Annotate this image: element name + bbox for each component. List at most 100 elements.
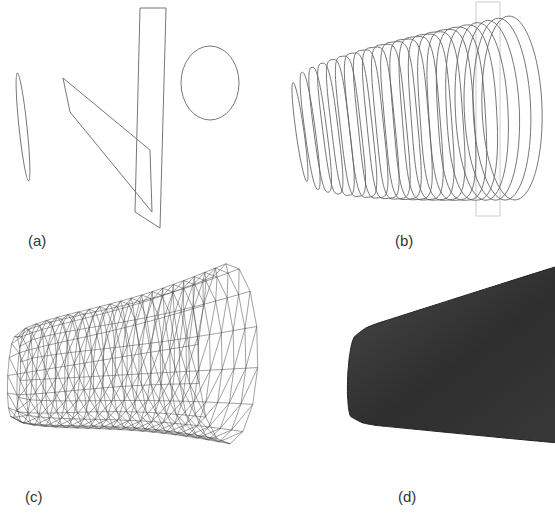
mesh-line xyxy=(183,281,184,289)
mesh-line xyxy=(17,374,26,394)
wireframe-mesh xyxy=(7,264,257,444)
mesh-line xyxy=(229,368,246,403)
mesh-line xyxy=(89,309,93,316)
mesh-line xyxy=(32,333,38,348)
mesh-line xyxy=(186,402,206,424)
mesh-line xyxy=(171,371,187,400)
mesh-line xyxy=(127,320,135,346)
mesh-line xyxy=(77,412,92,426)
mesh-line xyxy=(56,332,66,354)
mesh-line xyxy=(210,301,216,335)
mesh-line xyxy=(216,277,217,301)
mesh-line xyxy=(103,314,107,332)
mesh-line xyxy=(232,404,253,430)
mesh-line xyxy=(31,325,40,340)
mesh-line xyxy=(186,415,206,437)
mesh-line xyxy=(213,268,215,277)
mesh-line xyxy=(218,369,234,403)
mesh-line xyxy=(97,334,103,360)
mesh-line xyxy=(103,360,113,387)
mesh-line xyxy=(207,437,231,444)
mesh-line xyxy=(163,401,182,422)
section-curve xyxy=(446,25,498,200)
mesh-line xyxy=(174,314,179,347)
mesh-line xyxy=(77,377,91,401)
mesh-line xyxy=(55,392,67,412)
mesh-line xyxy=(142,385,157,413)
mesh-line xyxy=(215,268,217,277)
mesh-line xyxy=(61,401,77,419)
mesh-line xyxy=(84,309,89,314)
section-parallelogram xyxy=(63,78,152,212)
mesh-line xyxy=(179,348,189,384)
mesh-line xyxy=(140,295,142,301)
section-curve xyxy=(300,72,320,189)
section-rectangle xyxy=(135,8,166,228)
section-curve xyxy=(381,42,422,200)
mesh-line xyxy=(146,412,165,430)
cross-section-curves xyxy=(13,8,239,228)
mesh-line xyxy=(35,418,50,425)
mesh-line xyxy=(170,384,186,415)
mesh-line xyxy=(203,281,204,306)
mesh-line xyxy=(113,311,116,330)
mesh-line xyxy=(65,312,92,428)
mesh-line xyxy=(15,336,22,337)
mesh-line xyxy=(238,269,239,295)
panel-label: (b) xyxy=(395,233,413,248)
mesh-line xyxy=(209,403,230,427)
mesh-line xyxy=(220,404,241,429)
mesh-line xyxy=(68,330,78,353)
section-curve xyxy=(292,82,308,181)
mesh-line xyxy=(93,362,103,388)
mesh-line xyxy=(68,315,73,322)
mesh-line xyxy=(196,416,217,439)
mesh-line xyxy=(129,298,132,304)
mesh-line xyxy=(84,363,94,389)
shaded-surface xyxy=(347,263,555,444)
mesh-line xyxy=(57,317,62,324)
mesh-line xyxy=(51,317,57,322)
mesh-line xyxy=(77,339,84,363)
mesh-line xyxy=(143,302,145,322)
mesh-line xyxy=(160,351,170,384)
section-curve xyxy=(427,29,476,200)
mesh-line xyxy=(78,312,82,319)
mesh-line xyxy=(83,319,87,337)
mesh-line xyxy=(42,329,48,345)
mesh-line xyxy=(172,284,173,292)
mesh-line xyxy=(107,401,124,420)
mesh-line xyxy=(54,319,62,334)
mesh-line xyxy=(160,281,210,437)
mesh-line xyxy=(8,376,17,395)
mesh-line xyxy=(172,284,173,292)
mesh-line xyxy=(118,401,136,420)
mesh-line xyxy=(162,288,163,295)
mesh-line xyxy=(87,412,103,426)
mesh-line xyxy=(135,325,141,354)
mesh-line xyxy=(52,327,58,343)
mesh-line xyxy=(110,304,113,311)
mesh-line xyxy=(190,384,206,417)
mesh-line xyxy=(143,422,163,431)
mesh-line xyxy=(133,305,136,325)
mesh-line xyxy=(163,340,174,373)
mesh-line xyxy=(66,317,73,332)
mesh-line xyxy=(65,377,79,401)
mesh-line xyxy=(193,285,195,309)
mesh-line xyxy=(204,281,206,304)
mesh-line xyxy=(227,273,229,298)
mesh-line xyxy=(131,298,133,305)
mesh-line xyxy=(74,390,87,412)
mesh-line xyxy=(115,322,123,348)
mesh-line xyxy=(151,284,199,434)
mesh-line xyxy=(13,415,27,417)
mesh-line xyxy=(50,401,65,418)
mesh-line xyxy=(186,434,209,440)
mesh-line xyxy=(22,337,29,350)
mesh-line xyxy=(147,373,162,401)
panel-label: (c) xyxy=(25,489,43,504)
mesh-line xyxy=(17,328,25,337)
mesh-line xyxy=(62,315,68,320)
mesh-line xyxy=(103,388,117,412)
